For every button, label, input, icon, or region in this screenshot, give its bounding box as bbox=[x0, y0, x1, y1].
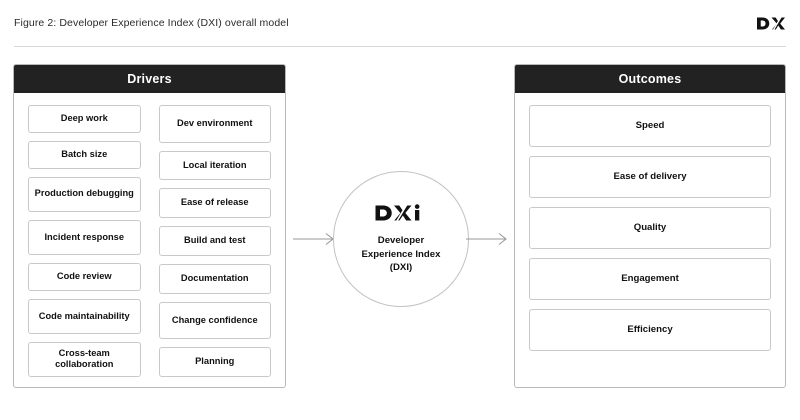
driver-chip[interactable]: Deep work bbox=[28, 105, 141, 133]
driver-chip[interactable]: Planning bbox=[158, 347, 271, 377]
driver-chip[interactable]: Change confidence bbox=[158, 301, 271, 340]
dxi-center-line-2: Experience Index bbox=[361, 248, 441, 260]
figure-caption: Figure 2: Developer Experience Index (DX… bbox=[14, 17, 289, 29]
outcome-chip[interactable]: Engagement bbox=[529, 258, 771, 300]
driver-chip[interactable]: Cross-team collaboration bbox=[28, 341, 141, 378]
driver-chip[interactable]: Dev environment bbox=[158, 105, 271, 143]
drivers-panel-title: Drivers bbox=[14, 65, 285, 93]
drivers-panel-body: Deep work Batch size Production debuggin… bbox=[14, 93, 285, 387]
outcome-chip[interactable]: Efficiency bbox=[529, 309, 771, 351]
dxi-logo-icon bbox=[375, 203, 420, 222]
outcomes-panel: Outcomes Speed Ease of delivery Quality … bbox=[514, 64, 786, 388]
driver-chip[interactable]: Incident response bbox=[28, 219, 141, 255]
dx-brand-logo bbox=[756, 15, 786, 31]
driver-chip[interactable]: Documentation bbox=[158, 263, 271, 294]
driver-chip[interactable]: Ease of release bbox=[158, 188, 271, 219]
driver-chip[interactable]: Batch size bbox=[28, 140, 141, 169]
dx-logo-icon bbox=[757, 15, 785, 31]
drivers-column-right: Dev environment Local iteration Ease of … bbox=[158, 105, 271, 377]
driver-chip[interactable]: Build and test bbox=[158, 226, 271, 256]
dxi-logo bbox=[374, 203, 428, 227]
dxi-center-label: Developer Experience Index (DXI) bbox=[362, 234, 441, 276]
driver-chip[interactable]: Production debugging bbox=[28, 176, 141, 212]
driver-chip[interactable]: Code maintainability bbox=[28, 298, 141, 334]
driver-chip[interactable]: Local iteration bbox=[158, 150, 271, 181]
drivers-panel: Drivers Deep work Batch size Production … bbox=[13, 64, 286, 388]
outcomes-panel-title: Outcomes bbox=[515, 65, 785, 93]
figure-caption-row: Figure 2: Developer Experience Index (DX… bbox=[0, 0, 800, 46]
arrow-right-icon bbox=[466, 233, 507, 245]
outcomes-list: Speed Ease of delivery Quality Engagemen… bbox=[529, 105, 771, 351]
outcome-chip[interactable]: Quality bbox=[529, 207, 771, 249]
drivers-columns: Deep work Batch size Production debuggin… bbox=[28, 105, 271, 378]
header-divider bbox=[14, 46, 786, 47]
dxi-center-line-3: (DXI) bbox=[389, 262, 413, 274]
dxi-center-node: Developer Experience Index (DXI) bbox=[333, 171, 469, 307]
dxi-center-line-1: Developer bbox=[377, 234, 425, 246]
arrow-right-icon bbox=[293, 233, 334, 245]
outcomes-panel-body: Speed Ease of delivery Quality Engagemen… bbox=[515, 93, 785, 387]
arrow-drivers-to-center bbox=[293, 230, 335, 248]
outcome-chip[interactable]: Speed bbox=[529, 105, 771, 147]
outcome-chip[interactable]: Ease of delivery bbox=[529, 156, 771, 198]
arrow-center-to-outcomes bbox=[466, 230, 508, 248]
diagram-canvas: Drivers Deep work Batch size Production … bbox=[0, 46, 800, 420]
driver-chip[interactable]: Code review bbox=[28, 262, 141, 291]
drivers-column-left: Deep work Batch size Production debuggin… bbox=[28, 105, 141, 378]
